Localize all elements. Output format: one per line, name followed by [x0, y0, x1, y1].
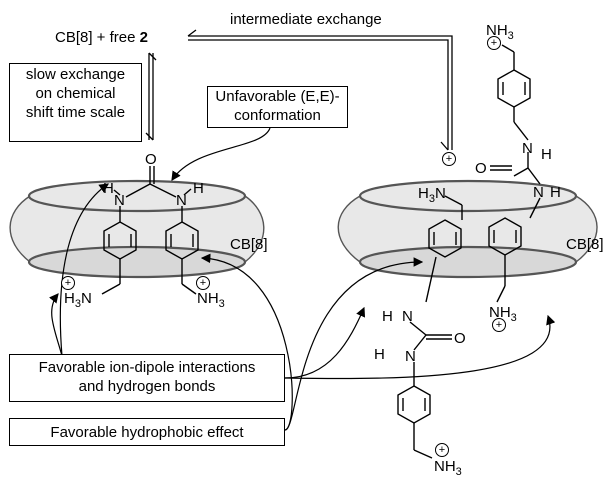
- ammonium-sub: 3: [510, 312, 517, 324]
- atom-H-left-a: H: [103, 180, 114, 197]
- charge-plus-left-b: +: [196, 276, 210, 290]
- slow-exchange-box: slow exchange on chemical shift time sca…: [9, 63, 142, 142]
- atom-N-left-a: N: [114, 192, 125, 209]
- charge-plus-top: +: [487, 36, 501, 50]
- atom-O-bottom: O: [454, 330, 466, 347]
- charge-plus-bottom: +: [435, 443, 449, 457]
- ammonium-left-b: NH3: [197, 290, 225, 310]
- ammonium-h: H: [64, 290, 75, 307]
- ammonium-nh: NH: [486, 22, 508, 39]
- charge-plus-right-a: +: [442, 152, 456, 166]
- ion-dipole-line2: and hydrogen bonds: [78, 378, 216, 395]
- annotation-arrows: [48, 127, 556, 431]
- ammonium-h: H: [418, 185, 429, 202]
- ammonium-right-a: H3N: [418, 185, 446, 205]
- atom-N-top: N: [522, 140, 533, 157]
- ammonium-n: N: [80, 290, 92, 307]
- hydrophobic-line: Favorable hydrophobic effect: [50, 424, 244, 441]
- free-guest-prefix: CB[8] + free: [55, 29, 140, 46]
- compound-number: 2: [139, 29, 148, 46]
- atom-N-mid: N: [533, 184, 544, 201]
- cb8-label-right: CB[8]: [566, 236, 604, 253]
- atom-N-left-b: N: [176, 192, 187, 209]
- hydrophobic-effect-box: Favorable hydrophobic effect: [9, 418, 285, 446]
- charge-plus-right-b: +: [492, 318, 506, 332]
- atom-O-left: O: [145, 151, 157, 168]
- intermediate-exchange-label: intermediate exchange: [230, 11, 382, 28]
- ammonium-nh: NH: [197, 290, 219, 307]
- ammonium-sub: 3: [455, 466, 462, 478]
- charge-plus-left-a: +: [61, 276, 75, 290]
- ammonium-sub: 3: [507, 30, 514, 42]
- atom-H-bottom-a: H: [382, 308, 393, 325]
- ammonium-nh: NH: [434, 458, 456, 475]
- ammonium-nh: NH: [489, 304, 511, 321]
- unfavorable-conformation-box: Unfavorable (E,E)- conformation: [207, 86, 348, 128]
- conformation-line1: Unfavorable (E,E)-: [215, 88, 340, 105]
- atom-H-mid: H: [550, 184, 561, 201]
- ammonium-sub: 3: [428, 193, 435, 205]
- cb8-host-right: [337, 179, 598, 279]
- equilibrium-arrows: [145, 29, 453, 151]
- conformation-line2: conformation: [234, 107, 321, 124]
- ion-dipole-box: Favorable ion-dipole interactions and hy…: [9, 354, 285, 402]
- ammonium-sub: 3: [218, 298, 225, 310]
- ammonium-sub: 3: [74, 298, 81, 310]
- atom-N-bottom-a: N: [402, 308, 413, 325]
- atom-N-bottom-b: N: [405, 348, 416, 365]
- ammonium-n: N: [434, 185, 446, 202]
- guest-molecule-left: [101, 166, 199, 295]
- cb8-label-left: CB[8]: [230, 236, 268, 253]
- ammonium-top: NH3: [486, 22, 514, 42]
- guest-molecules-right: [397, 44, 541, 459]
- ammonium-right-b: NH3: [489, 304, 517, 324]
- atom-H-bottom-b: H: [374, 346, 385, 363]
- atom-H-top: H: [541, 146, 552, 163]
- slow-exchange-line1: slow exchange: [25, 66, 126, 83]
- slow-exchange-line2: on chemical: [35, 85, 116, 102]
- atom-H-left-b: H: [193, 180, 204, 197]
- atom-O-top: O: [475, 160, 487, 177]
- ion-dipole-line1: Favorable ion-dipole interactions: [38, 359, 256, 376]
- ammonium-left-a: H3N: [64, 290, 92, 310]
- slow-exchange-line3: shift time scale: [25, 104, 126, 121]
- free-guest-label: CB[8] + free 2: [55, 29, 148, 46]
- ammonium-bottom: NH3: [434, 458, 462, 478]
